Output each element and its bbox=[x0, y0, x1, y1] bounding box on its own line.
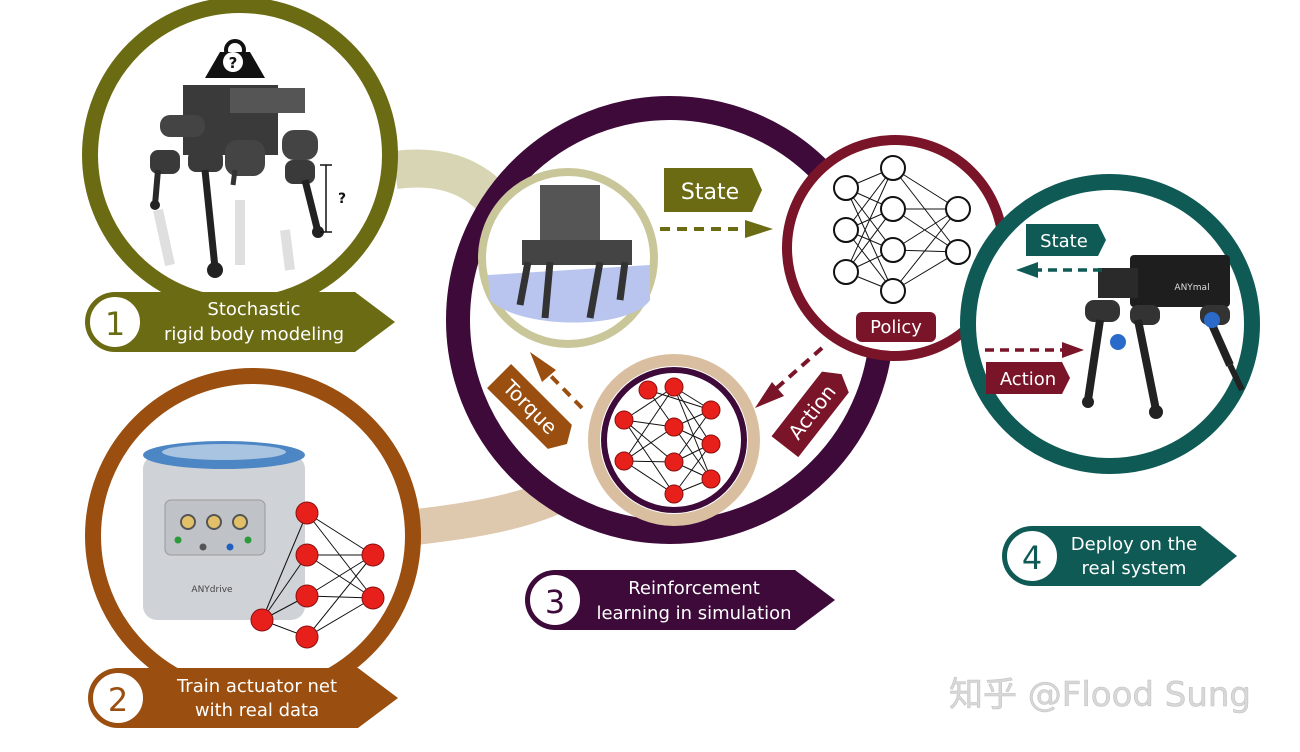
real-action-text: Action bbox=[1000, 369, 1056, 390]
dimension-marker: ? bbox=[320, 164, 346, 233]
step1-line2: rigid body modeling bbox=[164, 324, 344, 345]
anymal-brand: ANYmal bbox=[1174, 283, 1209, 293]
real-state-text: State bbox=[1040, 231, 1088, 252]
step2-number: 2 bbox=[108, 681, 128, 719]
anydrive-brand: ANYdrive bbox=[191, 585, 233, 595]
sim-actuator-neural-net bbox=[614, 377, 721, 504]
step4-number: 4 bbox=[1022, 539, 1042, 577]
step3-line2: learning in simulation bbox=[596, 603, 791, 624]
policy-neural-net bbox=[833, 155, 971, 304]
policy-label: Policy bbox=[856, 312, 936, 342]
step3-number: 3 bbox=[545, 583, 565, 621]
sim-state-text: State bbox=[681, 180, 739, 205]
step4-banner: 4 Deploy on the real system bbox=[1002, 526, 1237, 586]
step4-line2: real system bbox=[1082, 558, 1187, 579]
real-action-label: Action bbox=[986, 362, 1070, 394]
sim-state-label: State bbox=[664, 168, 762, 212]
real-state-arrow bbox=[1016, 262, 1102, 278]
torque-arrow bbox=[530, 352, 584, 410]
step1-number: 1 bbox=[105, 305, 125, 343]
real-state-label: State bbox=[1026, 224, 1106, 256]
step1-line1: Stochastic bbox=[207, 299, 300, 320]
weight-icon: ? bbox=[205, 39, 265, 78]
step4-line1: Deploy on the bbox=[1071, 534, 1197, 555]
sim-action-arrow bbox=[755, 346, 824, 408]
rigid-body-robot-model bbox=[150, 85, 324, 278]
real-action-arrow bbox=[985, 342, 1084, 358]
weight-question-mark: ? bbox=[229, 54, 238, 72]
anymal-robot-image: ANYmal bbox=[1082, 255, 1245, 419]
step2-line2: with real data bbox=[195, 700, 319, 721]
actuator-drive-image: ANYdrive bbox=[143, 441, 305, 620]
step3-banner: 3 Reinforcement learning in simulation bbox=[525, 570, 835, 630]
step3-line1: Reinforcement bbox=[628, 578, 760, 599]
policy-text: Policy bbox=[870, 317, 922, 338]
step1-banner: 1 Stochastic rigid body modeling bbox=[85, 292, 395, 352]
sim-robot-circle bbox=[478, 168, 658, 348]
watermark: 知乎 @Flood Sung bbox=[949, 675, 1251, 715]
step2-banner: 2 Train actuator net with real data bbox=[88, 668, 398, 728]
step2-line1: Train actuator net bbox=[176, 676, 337, 697]
actuator-neural-net bbox=[250, 501, 385, 649]
dimension-question-mark: ? bbox=[338, 191, 346, 207]
state-arrow bbox=[660, 220, 773, 238]
